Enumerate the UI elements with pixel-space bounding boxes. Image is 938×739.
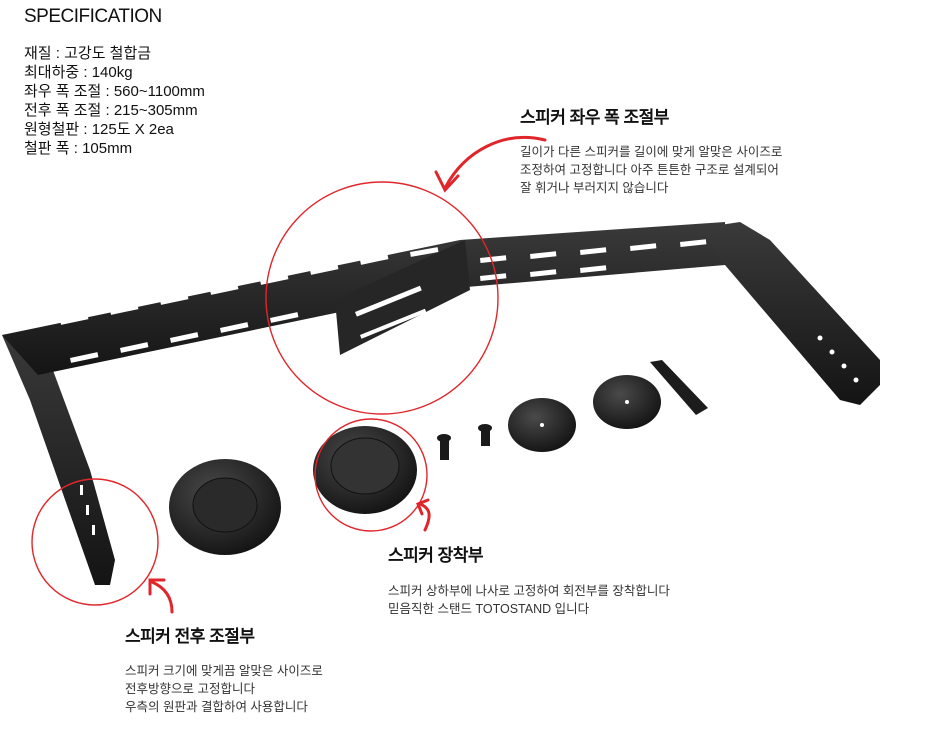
spec-title: SPECIFICATION — [24, 6, 162, 27]
text-line: 스피커 상하부에 나사로 고정하여 회전부를 장착합니다 — [388, 584, 670, 598]
callout-depth-text: 스피커 크기에 맞게끔 알맞은 사이즈로 전후방향으로 고정합니다 우측의 원판… — [125, 662, 323, 716]
spec-item-max-load: 최대하중 : 140kg — [24, 64, 133, 81]
spec-item-material: 재질 : 고강도 철합금 — [24, 45, 152, 62]
bolts — [437, 424, 492, 460]
highlight-circles — [31, 181, 499, 606]
u-bracket — [2, 222, 880, 585]
text-line: 스피커 크기에 맞게끔 알맞은 사이즈로 — [125, 664, 323, 678]
text-line: 우측의 원판과 결합하여 사용합니다 — [125, 700, 308, 714]
spec-item-depth-range: 전후 폭 조절 : 215~305mm — [24, 102, 198, 119]
mounting-plate-center — [313, 426, 417, 514]
text-line: 길이가 다른 스피커를 길이에 맞게 알맞은 사이즈로 — [520, 145, 783, 159]
text-line: 전후방향으로 고정합니다 — [125, 682, 255, 696]
spec-list: 재질 : 고강도 철합금 최대하중 : 140kg 좌우 폭 조절 : 560~… — [24, 44, 205, 158]
spec-item-plate-width: 철판 폭 : 105mm — [24, 140, 133, 157]
mounting-plate-left — [169, 459, 281, 555]
callout-width-title: 스피커 좌우 폭 조절부 — [520, 108, 669, 127]
spec-item-round-plate: 원형철판 : 125도 X 2ea — [24, 121, 174, 138]
callout-width-text: 길이가 다른 스피커를 길이에 맞게 알맞은 사이즈로 조정하여 고정합니다 아… — [520, 143, 782, 197]
round-discs — [508, 375, 661, 452]
text-line: 믿음직한 스탠드 TOTOSTAND 입니다 — [388, 602, 590, 616]
callout-mount-title: 스피커 장착부 — [388, 546, 484, 565]
text-line: 조정하여 고정합니다 아주 튼튼한 구조로 설계되어 — [520, 163, 779, 177]
spec-item-width-range: 좌우 폭 조절 : 560~1100mm — [24, 83, 205, 100]
callout-mount-text: 스피커 상하부에 나사로 고정하여 회전부를 장착합니다 믿음직한 스탠드 TO… — [388, 582, 670, 618]
adjustment-slots — [60, 239, 859, 535]
small-bracket — [650, 360, 708, 415]
text-line: 잘 휘거나 부러지지 않습니다 — [520, 181, 669, 195]
callout-arrows — [148, 135, 547, 614]
callout-depth-title: 스피커 전후 조절부 — [125, 627, 255, 646]
